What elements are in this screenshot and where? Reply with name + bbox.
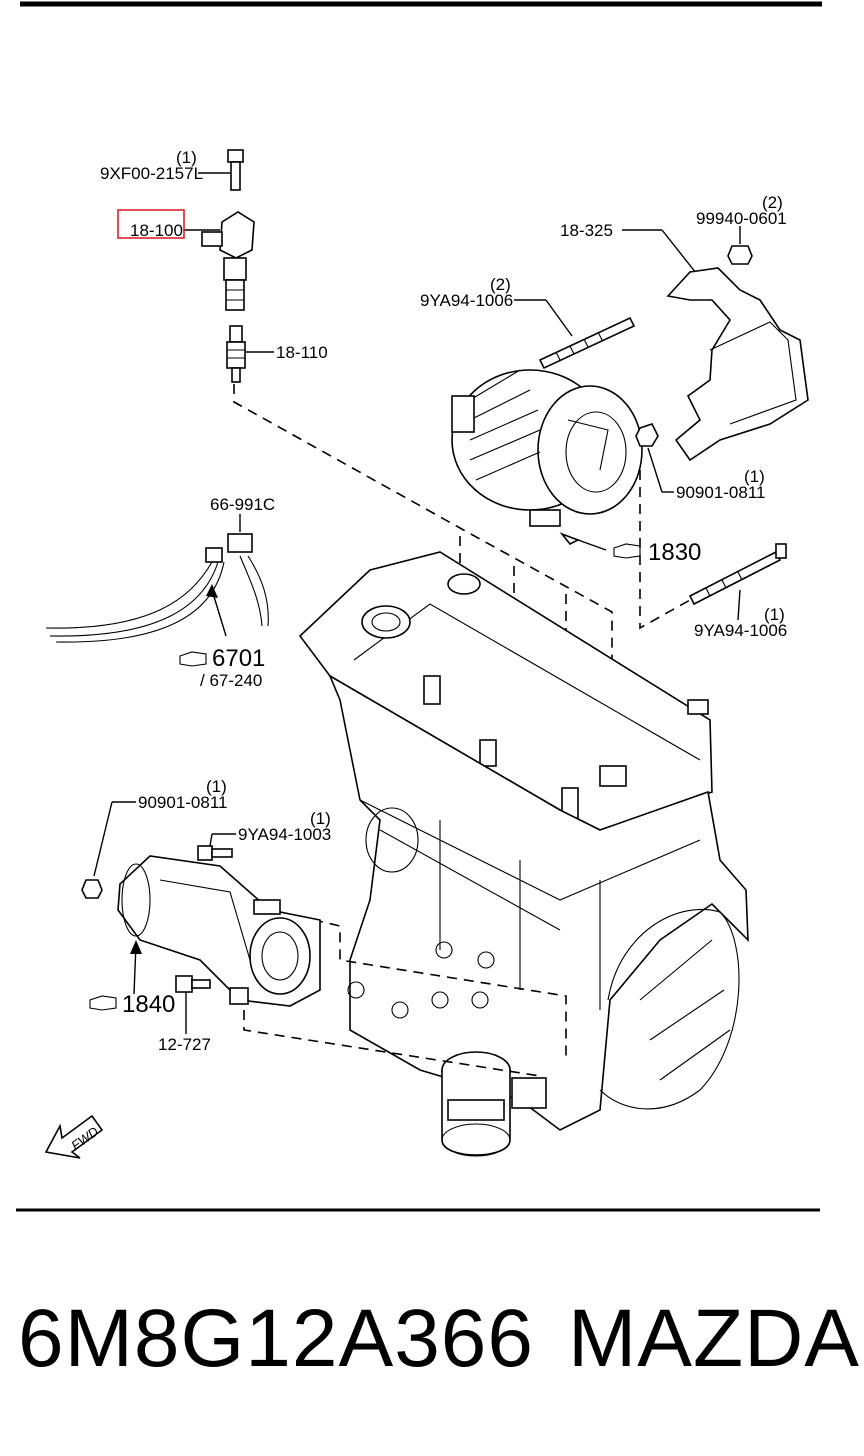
alternator-arrow (559, 532, 580, 546)
starter-bolt-qty-label: (1) (310, 809, 331, 828)
starter-guide-line-2 (243, 1010, 541, 1077)
alternator-stud (538, 316, 636, 370)
sensor-part-number: 66-991C (210, 495, 275, 514)
harness-arrowhead (206, 584, 218, 598)
footer-part-code: 6M8G12A366 (18, 1293, 535, 1384)
starter-arrowhead (130, 940, 142, 954)
coil-part-number: 18-100 (130, 221, 183, 240)
bolt-part-number: 9XF00-2157L (100, 164, 203, 183)
bolt2-part-number: 9YA94-1006 (694, 621, 787, 640)
nut-part-number: 99940-0601 (696, 209, 787, 228)
harness-arrow (211, 589, 227, 637)
starter-motor (117, 855, 321, 1007)
starter-bolt-part-number: 9YA94-1003 (238, 825, 331, 844)
bolt3-part-number: 12-727 (158, 1035, 211, 1054)
alt-nut-part-number: 90901-0811 (676, 483, 766, 502)
coil-highlight-box (117, 209, 185, 239)
wire-harness (45, 547, 269, 643)
nut (727, 245, 753, 265)
mount-bolt (688, 543, 787, 606)
forward-arrow-icon (44, 1114, 104, 1159)
bracket-part-number: 18-325 (560, 221, 613, 240)
starter-nut-qty-label: (1) (206, 777, 227, 796)
stud-part-number: 9YA94-1006 (420, 291, 513, 310)
alternator-nut (635, 423, 659, 447)
plug-part-number: 18-110 (276, 343, 328, 362)
ref-1830-label: 1830 (648, 539, 701, 566)
bolt-qty-label: (1) (176, 148, 197, 167)
alt-guide-line-1 (639, 470, 691, 630)
alt-nut-qty-label: (1) (744, 467, 765, 486)
ref-67240-label: / 67-240 (200, 671, 262, 690)
alternator-bracket (666, 267, 809, 462)
ref-1840-hand-icon (89, 995, 117, 1011)
ref-1840-label: 1840 (122, 991, 175, 1018)
engine-block (298, 551, 749, 1157)
ignition-coil (184, 211, 255, 311)
nut-qty-label: (2) (762, 193, 783, 212)
sensor (227, 533, 253, 553)
stud-qty-label: (2) (490, 275, 511, 294)
alternator (451, 369, 643, 527)
bolt-9xf00 (198, 149, 244, 191)
spark-plug (226, 325, 274, 383)
starter-mount-bolt (175, 975, 211, 993)
starter-bolt (197, 845, 233, 861)
starter-nut-part-number: 90901-0811 (138, 793, 228, 812)
bolt2-qty-label: (1) (764, 605, 785, 624)
ref-6701-label: 6701 (212, 645, 265, 672)
footer-brand: MAZDA (568, 1293, 860, 1384)
ref-1830-hand-icon (613, 543, 641, 559)
ref-6701-hand-icon (179, 651, 207, 667)
starter-nut (81, 879, 103, 899)
